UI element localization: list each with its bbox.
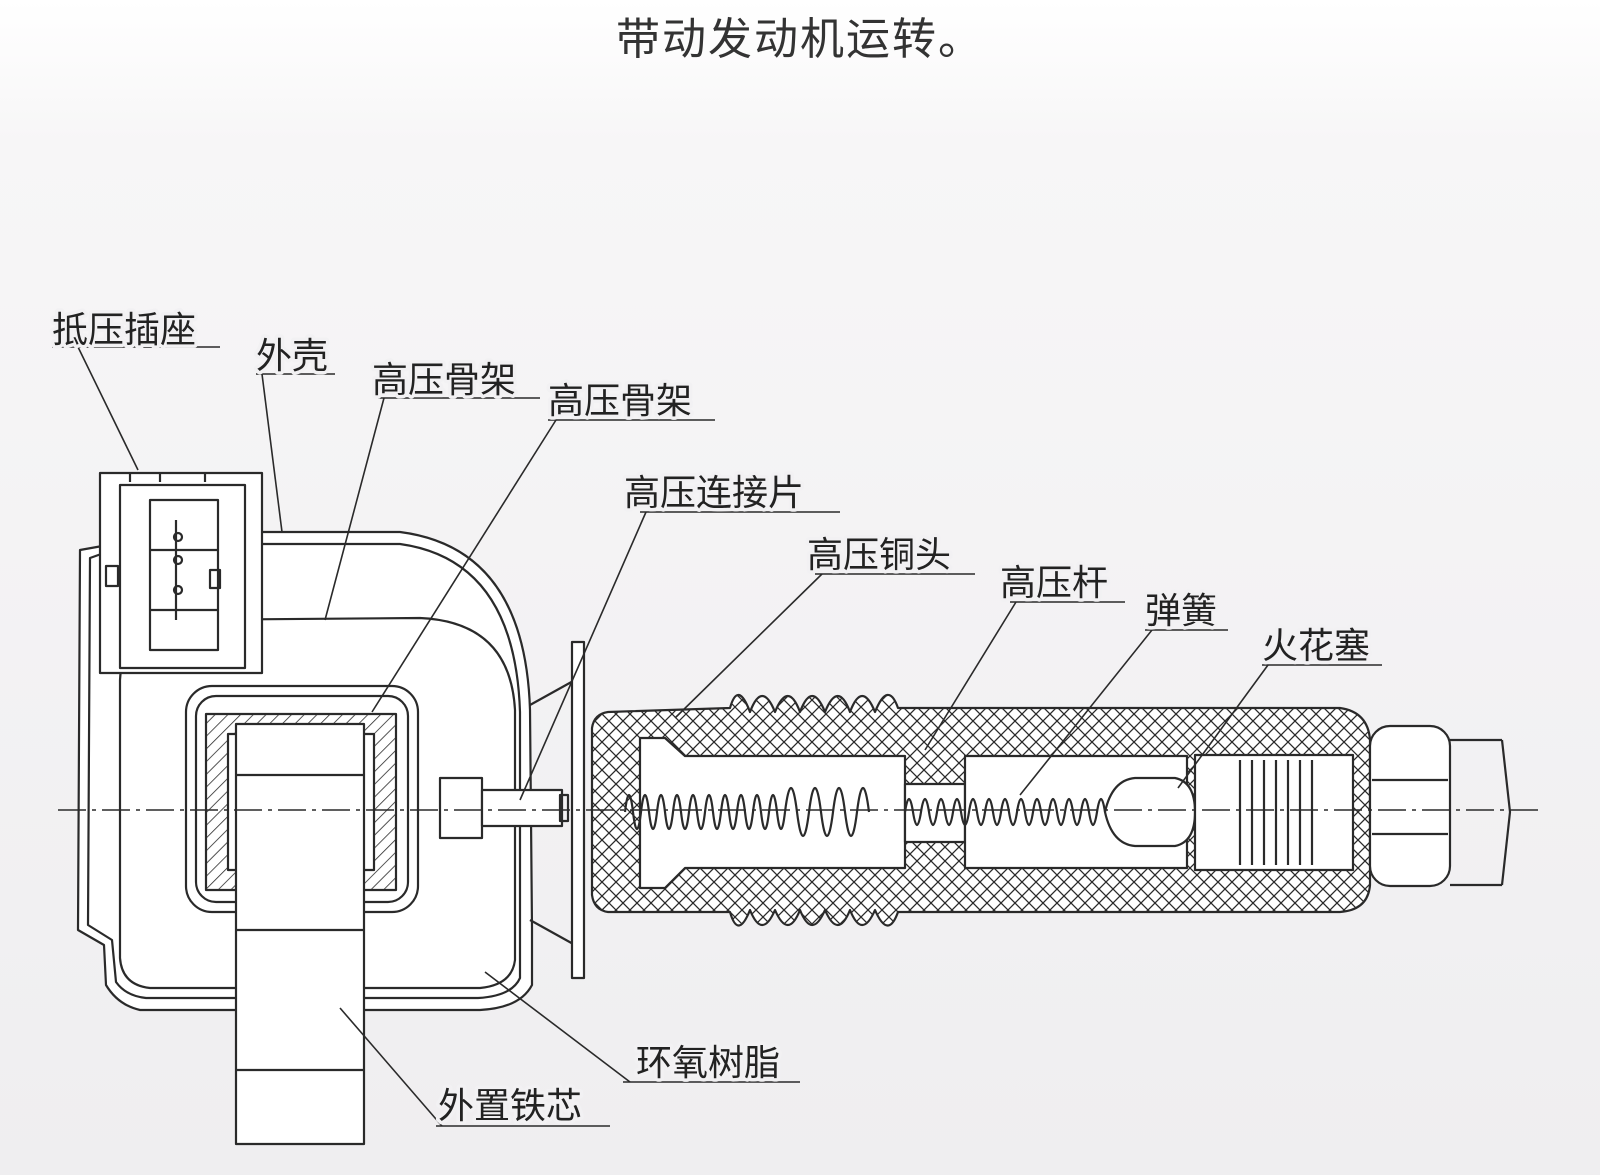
label-socket: 抵压插座: [52, 310, 196, 351]
spark-plug-tip: [1103, 776, 1197, 848]
label-epoxy: 环氧树脂: [636, 1043, 780, 1084]
label-hv-frame-1: 高压骨架: [372, 360, 516, 401]
socket-core: [148, 498, 220, 652]
outer-shell-inner: [86, 542, 522, 1000]
socket-outer: [98, 471, 264, 675]
label-spark-plug: 火花塞: [1262, 626, 1370, 667]
leader-lines: [52, 346, 1382, 1127]
label-hv-connector: 高压连接片: [624, 473, 804, 514]
spring-coil-2: [783, 787, 871, 837]
label-hv-copper-head: 高压铜头: [807, 535, 951, 576]
spark-plug-thread: [1450, 738, 1512, 887]
label-shell: 外壳: [256, 336, 328, 377]
hv-copper-head-cavity: [638, 736, 907, 890]
external-core: [234, 722, 366, 1146]
label-spring: 弹簧: [1145, 591, 1217, 632]
label-hv-rod: 高压杆: [1000, 563, 1108, 604]
spring-coil-3: [903, 797, 1107, 827]
label-hv-frame-2: 高压骨架: [548, 381, 692, 422]
hv-coil-hatch: [204, 712, 398, 892]
hv-connector-block: [438, 776, 484, 840]
socket-inner: [118, 483, 247, 670]
spark-plug-body: [1193, 753, 1355, 872]
label-external-core: 外置铁芯: [438, 1086, 582, 1127]
page-caption: 带动发动机运转。: [616, 14, 984, 65]
spark-plug-hex: [1368, 724, 1452, 888]
spring-coil-1: [623, 793, 787, 831]
